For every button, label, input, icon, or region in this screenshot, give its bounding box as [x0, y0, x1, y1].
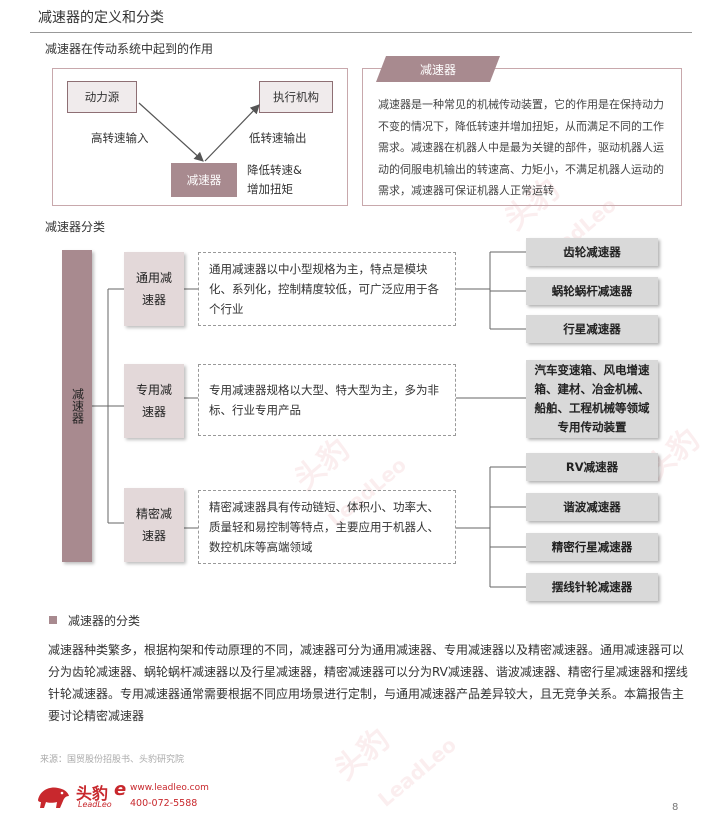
- definition-panel: [362, 68, 682, 206]
- source-note: 来源：国贸股份招股书、头豹研究院: [40, 755, 185, 765]
- reducer-root-node: 减速器: [62, 250, 92, 562]
- category-description: 精密减速器具有传动链短、体积小、功率大、质量轻和易控制等特点，主要应用于机器人、…: [198, 490, 456, 564]
- logo-text: 头豹: [76, 784, 109, 803]
- reducer-root-label: 减速器: [70, 388, 85, 424]
- phone-number: 400-072-5588: [130, 798, 198, 809]
- reduce-speed-label-2: 增加扭矩: [247, 182, 293, 196]
- category-special-reducer: 专用减速器: [124, 364, 184, 438]
- actuator-box: 执行机构: [259, 81, 333, 113]
- header-divider: [30, 32, 692, 33]
- power-source-box: 动力源: [67, 81, 137, 113]
- role-section-title: 减速器在传动系统中起到的作用: [45, 42, 214, 56]
- category-general-reducer: 通用减速器: [124, 252, 184, 326]
- low-speed-output-label: 低转速输出: [249, 131, 307, 145]
- category-description-text: 专用减速器规格以大型、特大型为主，多为非标、行业专用产品: [209, 383, 439, 417]
- summary-title: 减速器的分类: [68, 614, 141, 628]
- leaf-node: 汽车变速箱、风电增速箱、建材、冶金机械、船舶、工程机械等领域专用传动装置: [526, 360, 658, 438]
- leaf-node: RV减速器: [526, 453, 658, 481]
- definition-tag: 减速器: [376, 56, 500, 82]
- high-speed-input-label: 高转速输入: [91, 131, 149, 145]
- website-link[interactable]: www.leadleo.com: [130, 783, 209, 793]
- leaf-node: 精密行星减速器: [526, 533, 658, 561]
- category-description: 通用减速器以中小型规格为主，特点是模块化、系列化，控制精度较低，可广泛应用于各个…: [198, 252, 456, 326]
- category-precision-reducer: 精密减速器: [124, 488, 184, 562]
- category-label: 通用减速器: [135, 271, 172, 307]
- category-label: 专用减速器: [135, 383, 172, 419]
- role-diagram: 动力源 执行机构 减速器 高转速输入 低转速输出 降低转速& 增加扭矩: [52, 68, 348, 206]
- category-description-text: 通用减速器以中小型规格为主，特点是模块化、系列化，控制精度较低，可广泛应用于各个…: [209, 262, 439, 316]
- logo-e-mark: e: [114, 779, 127, 800]
- role-arrows: [138, 102, 260, 162]
- reduce-speed-label-1: 降低转速&: [247, 163, 302, 177]
- section-marker: [49, 616, 57, 624]
- category-description-text: 精密减速器具有传动链短、体积小、功率大、质量轻和易控制等特点，主要应用于机器人、…: [209, 500, 439, 554]
- leaf-node: 蜗轮蜗杆减速器: [526, 277, 658, 305]
- category-description: 专用减速器规格以大型、特大型为主，多为非标、行业专用产品: [198, 364, 456, 436]
- page-number: 8: [672, 802, 679, 813]
- logo-subtext: LeadLeo: [78, 800, 112, 809]
- leopard-logo-icon: [38, 787, 69, 808]
- classification-title: 减速器分类: [45, 220, 106, 234]
- definition-text: 减速器是一种常见的机械传动装置，它的作用是在保持动力不变的情况下，降低转速并增加…: [378, 98, 664, 197]
- category-label: 精密减速器: [135, 507, 172, 543]
- summary-paragraph: 减速器种类繁多，根据构架和传动原理的不同，减速器可分为通用减速器、专用减速器以及…: [48, 643, 688, 723]
- page-title: 减速器的定义和分类: [38, 10, 164, 26]
- leaf-node: 摆线针轮减速器: [526, 573, 658, 601]
- reducer-box: 减速器: [171, 163, 237, 197]
- leaf-node: 齿轮减速器: [526, 238, 658, 266]
- leaf-node: 谐波减速器: [526, 493, 658, 521]
- leaf-node: 行星减速器: [526, 315, 658, 343]
